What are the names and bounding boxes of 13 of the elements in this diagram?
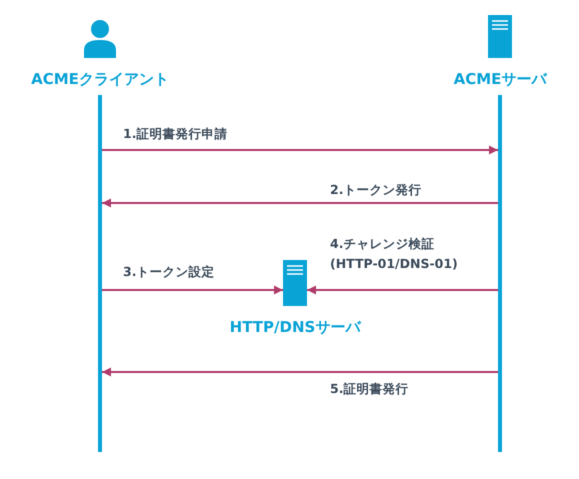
message-arrow <box>102 198 498 208</box>
participant-label: ACMEサーバ <box>454 70 546 89</box>
message-arrow <box>102 368 498 376</box>
message-arrow <box>102 286 283 294</box>
message-label: 5.証明書発行 <box>330 380 410 398</box>
message-label: 2.トークン発行 <box>330 181 422 199</box>
message-arrow <box>307 286 498 294</box>
participant-label: ACMEクライアント <box>31 70 169 89</box>
message-arrow <box>102 146 498 154</box>
message-label: 1.証明書発行申請 <box>123 125 228 143</box>
message-label: 3.トークン設定 <box>123 263 216 281</box>
message-label: 4.チャレンジ検証 (HTTP-01/DNS-01) <box>330 235 459 273</box>
participant-label: HTTP/DNSサーバ <box>230 318 360 337</box>
